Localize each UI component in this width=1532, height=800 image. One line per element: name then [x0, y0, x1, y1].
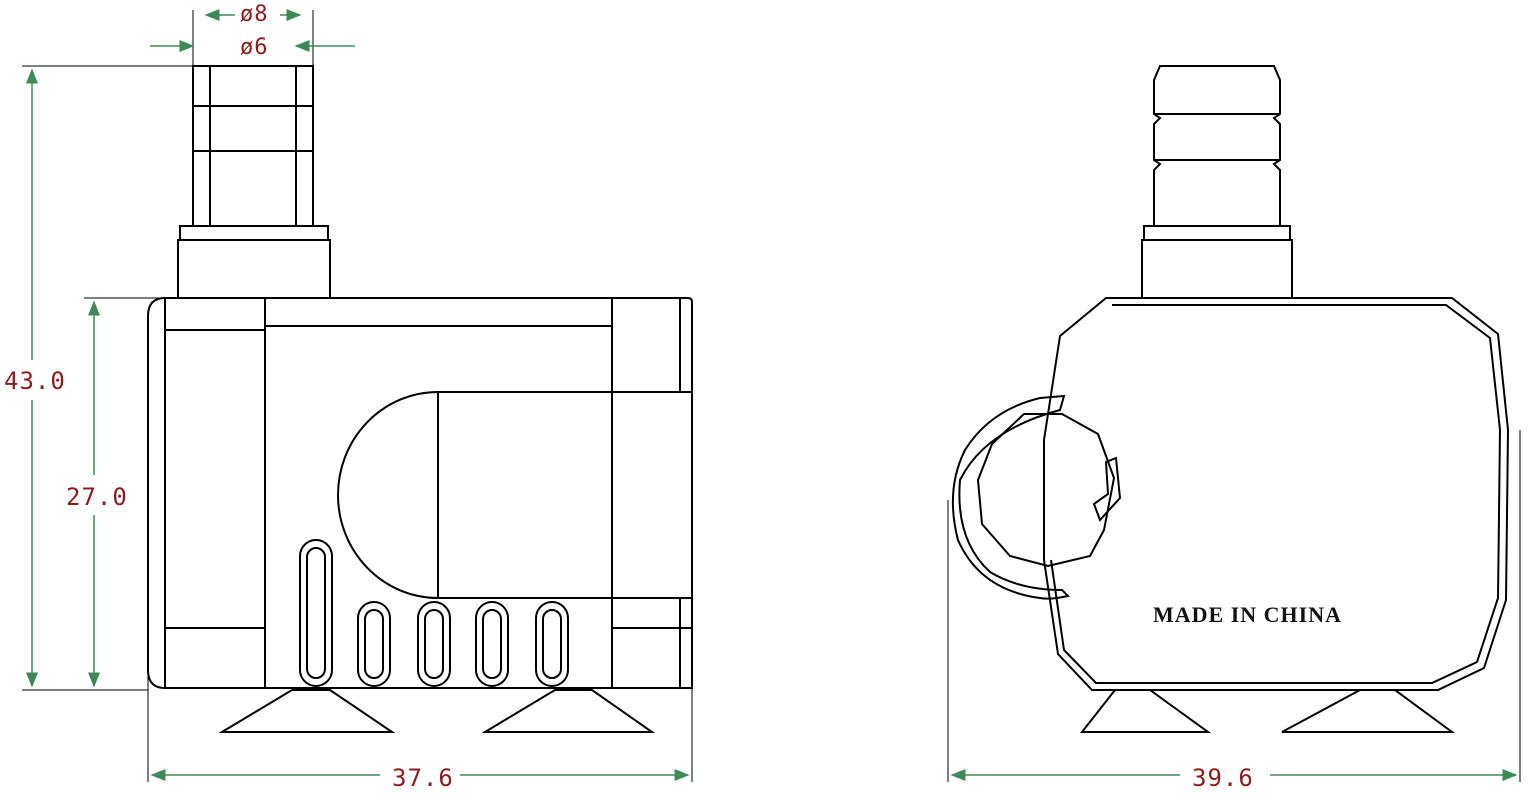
total-height-label: 43.0 — [4, 367, 66, 395]
side-width-label: 37.6 — [392, 764, 454, 792]
outlet-nozzle — [177, 65, 331, 299]
side-view — [147, 65, 693, 733]
front-width-label: 39.6 — [1192, 764, 1254, 792]
outer-diameter-label: ø8 — [240, 2, 269, 27]
pump-body-side — [147, 297, 693, 689]
side-view-dimensions — [22, 9, 693, 782]
inner-diameter-label: ø6 — [240, 35, 269, 60]
front-outlet-nozzle — [1141, 65, 1293, 299]
front-view-dimensions — [947, 430, 1521, 782]
made-in-label: MADE IN CHINA — [1153, 602, 1342, 627]
inlet-dial — [951, 394, 1122, 600]
pump-body-front — [1043, 297, 1510, 691]
front-suction-feet — [1079, 689, 1456, 733]
suction-feet — [218, 689, 656, 733]
front-view — [951, 65, 1510, 733]
intake-slots — [299, 539, 569, 687]
body-height-label: 27.0 — [66, 483, 128, 511]
